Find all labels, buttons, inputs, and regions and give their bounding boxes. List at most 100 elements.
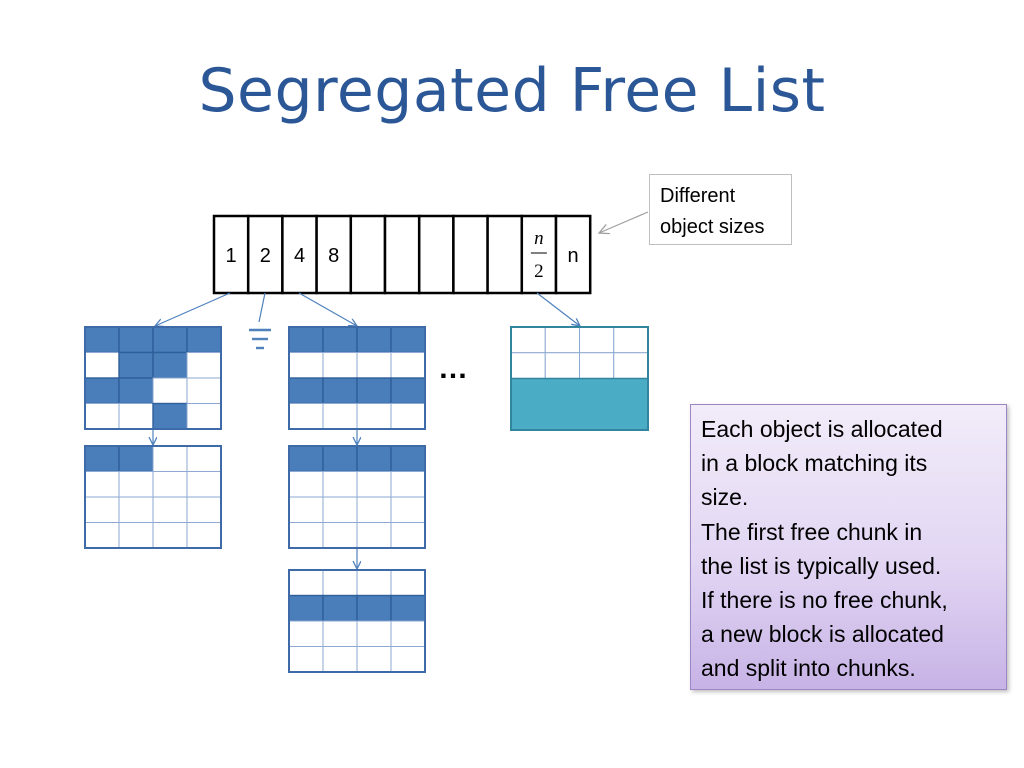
callout-line: Different [660,185,736,207]
free-chunk [288,471,324,498]
size-class-cell [452,214,489,295]
used-chunk [118,351,154,379]
note-line: size. [701,484,749,511]
free-chunk [288,569,324,596]
size-callout: Different object sizes [649,174,792,245]
note-line: Each object is allocated [701,416,943,442]
free-chunk [544,326,580,354]
used-chunk [288,377,324,405]
used-chunk [356,445,392,473]
free-chunk [322,352,358,379]
free-chunk [390,403,426,430]
free-chunk [356,646,392,673]
note-line: and split into chunks. [701,655,916,682]
free-chunk [390,569,426,596]
free-chunk [118,522,154,549]
more-sizes-ellipsis: … [438,352,468,385]
block-size-half-n [510,326,649,431]
used-chunk [84,377,120,405]
free-chunk [579,352,615,379]
free-chunk [84,496,120,523]
size-class-cell [554,214,592,295]
free-chunk [152,522,188,549]
free-chunk [390,352,426,379]
free-chunk [390,646,426,673]
free-chunk [322,620,358,647]
block-border [84,326,222,430]
free-chunk [118,496,154,523]
memory-blocks [84,326,649,673]
size-class-label: 8 [328,245,339,267]
size-class-cell [212,214,250,295]
note-line: If there is no free chunk, [701,587,948,614]
free-chunk [186,377,222,404]
used-chunk [186,326,222,354]
used-chunk [84,445,120,473]
pointer-arrow-size2 [258,292,266,323]
used-chunk [152,351,188,379]
pointer-arrow-size1 [155,292,231,326]
callout-line: object sizes [660,216,765,238]
free-chunk [356,569,392,596]
used-large-chunk [510,377,649,431]
used-chunk [356,326,392,354]
null-ground-icon [249,328,271,350]
free-chunk [84,403,120,430]
free-chunk [84,522,120,549]
used-chunk [288,326,324,354]
size-class-label: n [568,245,579,267]
free-chunk [322,496,358,523]
free-chunk [544,352,580,379]
used-chunk [322,377,358,405]
used-chunk [118,377,154,405]
free-chunk [118,471,154,498]
block-size4-c [288,569,426,673]
size-class-label: 4 [294,245,305,267]
free-chunk [186,522,222,549]
explanation-note: Each object is allocated in a block matc… [690,404,1007,690]
free-chunk [118,403,154,430]
used-chunk [356,377,392,405]
used-chunk [390,594,426,622]
free-chunk [579,326,615,354]
used-chunk [322,326,358,354]
used-chunk [390,377,426,405]
size-class-cell [349,214,387,295]
free-chunk [152,377,188,404]
free-chunk [152,471,188,498]
free-chunk [186,445,222,472]
slide-title: Segregated Free List [198,56,826,126]
free-chunk [356,352,392,379]
used-chunk [322,594,358,622]
size-class-cell [417,214,455,295]
free-chunk [510,326,546,354]
used-chunk [288,445,324,473]
free-chunk [356,496,392,523]
used-chunk [118,326,154,354]
size-class-cell [486,214,524,295]
fraction-numerator: n [534,228,544,249]
free-chunk [390,496,426,523]
note-line: a new block is allocated [701,621,944,648]
used-chunk [152,326,188,354]
free-chunk [288,620,324,647]
used-chunk [118,445,154,473]
pointer-arrow-size-half-n [536,292,580,326]
block-border [84,445,222,549]
free-chunk [613,352,649,379]
block-size4-a [288,326,426,430]
size-class-label: 1 [226,245,237,267]
free-chunk [322,403,358,430]
block-border [288,326,426,430]
used-chunk [84,326,120,354]
free-chunk [152,445,188,472]
block-border [288,569,426,673]
note-line: in a block matching its [701,450,928,477]
free-chunk [510,352,546,379]
size-class-cell [383,214,421,295]
free-chunk [356,620,392,647]
free-chunk [288,352,324,379]
free-chunk [390,471,426,498]
free-chunk [356,522,392,549]
